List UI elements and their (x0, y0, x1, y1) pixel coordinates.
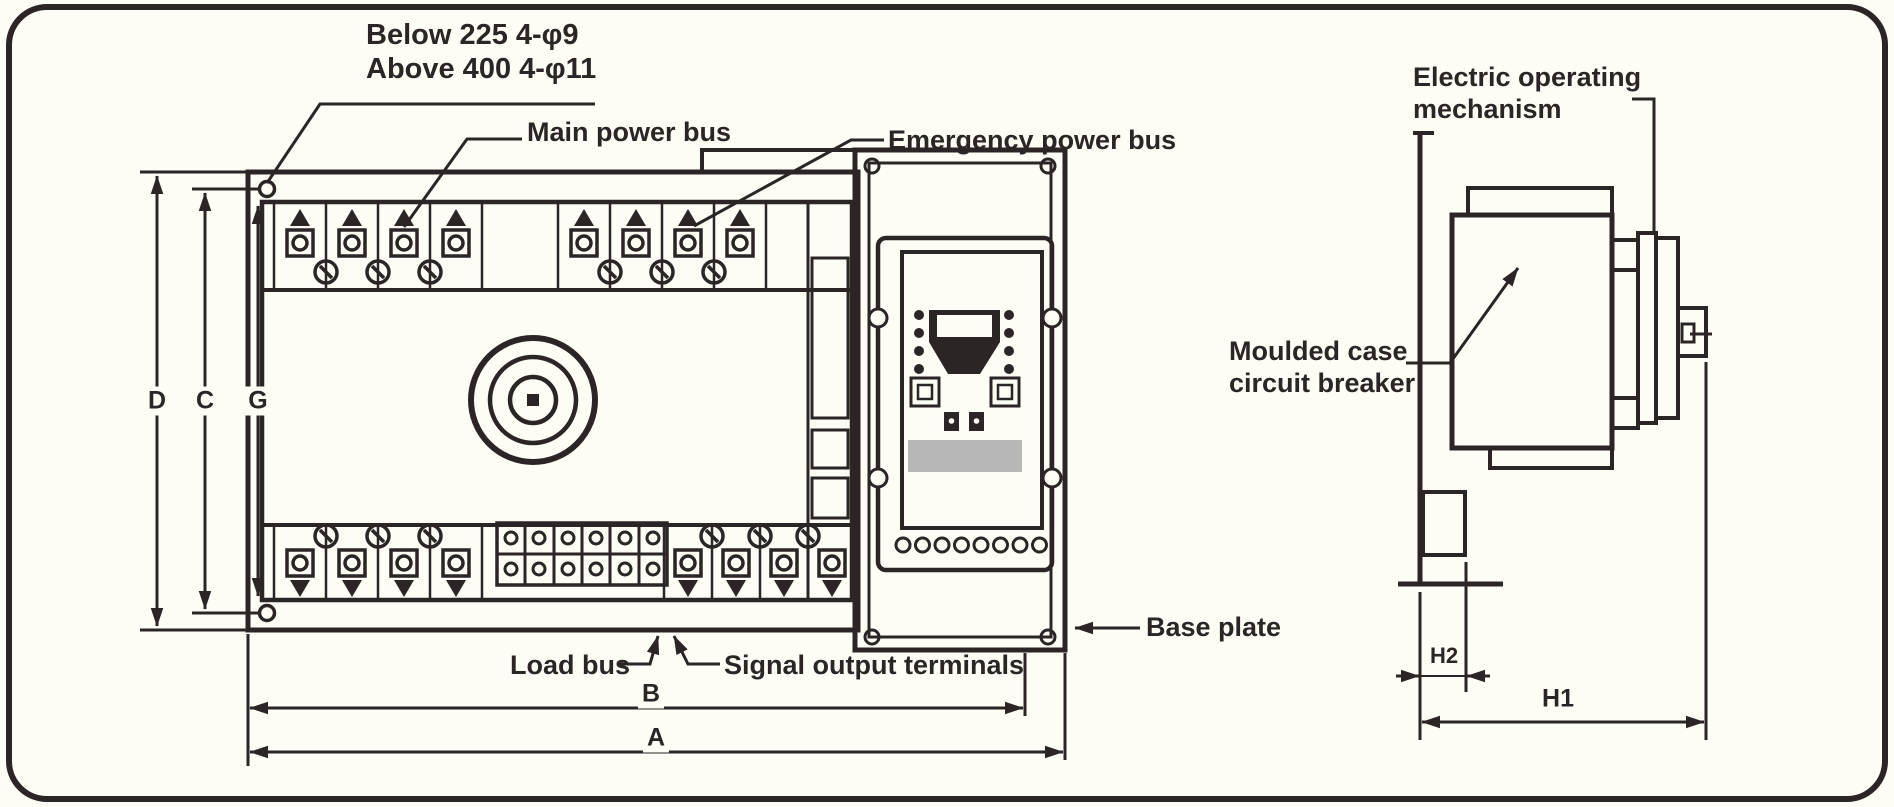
label-eom-line2: mechanism (1413, 93, 1562, 124)
label-eom-line1: Electric operating (1413, 62, 1642, 92)
side-base-plate (1398, 131, 1503, 587)
label-mccb-line1: Moulded case (1229, 336, 1408, 366)
dim-label-c: C (191, 386, 219, 416)
page-border (6, 4, 1888, 802)
side-view (1398, 131, 1712, 587)
dim-label-h2: H2 (1425, 643, 1463, 669)
label-signal-output-terminals: Signal output terminals (724, 650, 1025, 680)
leader-load-bus (620, 635, 660, 666)
leader-moulded-case (1406, 267, 1520, 365)
breaker-bottom-terminals (894, 536, 1048, 554)
plate-raised-edge (700, 148, 858, 172)
mounting-hole (863, 157, 881, 175)
signal-terminal-block (495, 521, 669, 587)
leader-signal-output (672, 635, 720, 666)
leader-lines (265, 97, 1656, 666)
label-mccb-line2: circuit breaker (1229, 367, 1416, 398)
dim-label-g: G (244, 386, 272, 416)
top-terminal-group-main (272, 204, 484, 288)
label-main-power-bus: Main power bus (527, 117, 732, 147)
mounting-hole (1039, 157, 1057, 175)
breaker-handle-window (937, 315, 992, 337)
dim-label-b: B (637, 679, 665, 709)
mounting-hole (1039, 628, 1057, 646)
breaker-bracket (852, 147, 1068, 653)
dim-label-h1: H1 (1538, 684, 1578, 714)
label-load-bus: Load bus (510, 650, 630, 680)
leader-main-power-bus (402, 137, 522, 228)
front-view (245, 147, 1068, 653)
dim-label-a: A (642, 723, 670, 753)
dim-label-d: D (143, 386, 171, 416)
side-operating-mechanism (1610, 231, 1712, 430)
note-line1: Below 225 4-φ9 (366, 19, 579, 51)
leader-electric-mechanism (1632, 97, 1656, 231)
side-body (1449, 186, 1615, 470)
manual-operation-knob (468, 335, 598, 465)
note-line2: Above 400 4-φ11 (366, 53, 597, 86)
leader-emergency-power-bus (693, 138, 884, 228)
bottom-terminal-group-right (662, 523, 847, 599)
breaker-handle (929, 342, 1000, 374)
circuit-breaker (867, 235, 1063, 573)
label-base-plate: Base plate (1146, 612, 1282, 642)
busbar-channel (810, 256, 850, 420)
breaker-screw-columns (914, 310, 1014, 374)
leader-mounting-hole-note (265, 102, 595, 184)
bottom-terminal-group-left (272, 523, 484, 599)
mounting-hole (257, 603, 277, 623)
mounting-hole (257, 179, 277, 199)
label-emergency-power-bus: Emergency power bus (888, 125, 1177, 155)
top-terminal-group-emergency (556, 204, 768, 288)
mounting-hole (863, 628, 881, 646)
breaker-label-band (908, 440, 1022, 472)
